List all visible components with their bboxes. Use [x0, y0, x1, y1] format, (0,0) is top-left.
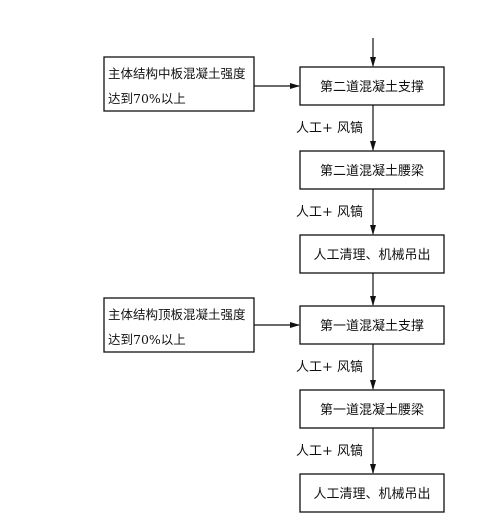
condition-box-1: 主体结构中板混凝土强度 达到70%以上 — [103, 56, 255, 112]
step-box-4: 第一道混凝土支撑 — [299, 305, 445, 345]
step-label-3: 人工清理、机械吊出 — [313, 248, 430, 263]
step-label-5: 第一道混凝土腰梁 — [320, 402, 424, 418]
step-label-6: 人工清理、机械吊出 — [313, 487, 430, 502]
step-box-6: 人工清理、机械吊出 — [299, 473, 445, 513]
connector-label-2: 人工+ 风镐 — [296, 204, 363, 220]
step-label-2: 第二道混凝土腰梁 — [320, 163, 424, 179]
condition-1-line1: 主体结构中板混凝土强度 — [108, 66, 246, 81]
condition-2-line1: 主体结构顶板混凝土强度 — [108, 307, 246, 322]
step-label-1: 第二道混凝土支撑 — [320, 79, 424, 95]
step-box-3: 人工清理、机械吊出 — [299, 234, 445, 274]
connector-label-3: 人工+ 风镐 — [296, 359, 363, 375]
condition-box-2: 主体结构顶板混凝土强度 达到70%以上 — [103, 297, 255, 353]
connector-label-1: 人工+ 风镐 — [296, 120, 363, 136]
step-box-5: 第一道混凝土腰梁 — [299, 389, 445, 429]
step-box-1: 第二道混凝土支撑 — [299, 66, 445, 106]
condition-1-line2: 达到70%以上 — [108, 91, 186, 106]
connector-label-4: 人工+ 风镐 — [296, 443, 363, 459]
step-label-4: 第一道混凝土支撑 — [320, 318, 424, 334]
step-box-2: 第二道混凝土腰梁 — [299, 150, 445, 190]
condition-2-line2: 达到70%以上 — [108, 332, 186, 347]
